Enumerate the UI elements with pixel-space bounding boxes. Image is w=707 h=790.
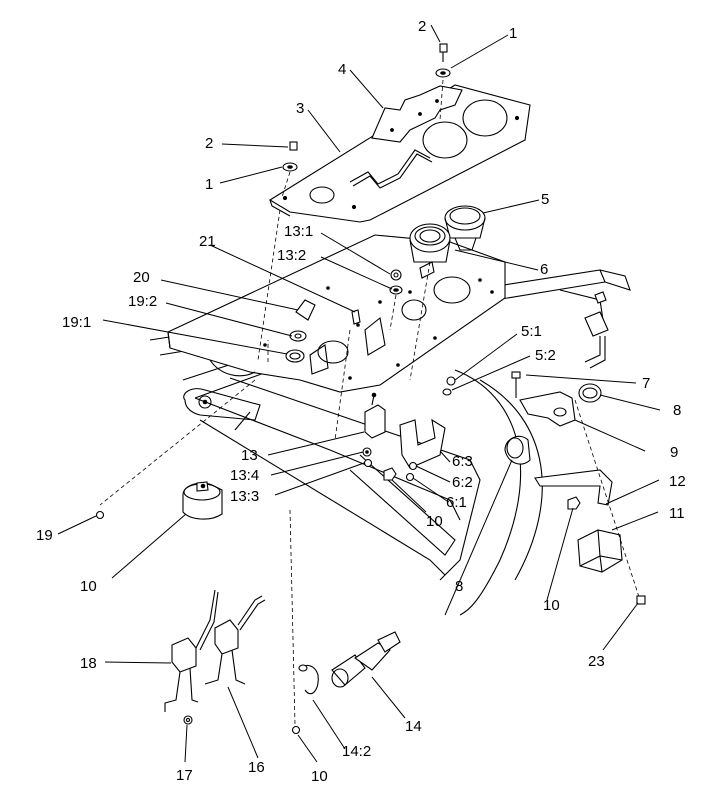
dash-top-panel	[268, 84, 531, 223]
callout-label: 1	[205, 176, 213, 193]
callout-label: 21	[199, 233, 216, 250]
callout-label: 10	[426, 513, 443, 530]
gauge-fuel	[409, 223, 451, 263]
callout-label: 8	[673, 402, 681, 419]
callout-label: 12	[669, 473, 686, 490]
callout-labels: 2 1 4 3 2 1 5 13:1 21 13:2 6 20 19:2 19:…	[36, 18, 686, 785]
callout-label: 5:2	[535, 347, 556, 364]
nut-5-1	[446, 376, 456, 386]
relay-11	[577, 529, 623, 573]
callout-label: 11	[669, 505, 685, 522]
toggle-switch-13	[364, 392, 386, 439]
nut-13-1	[390, 269, 402, 281]
bracket-9	[519, 391, 576, 427]
buzzer-8	[504, 435, 531, 465]
callout-label: 6:3	[452, 453, 473, 470]
callout-label: 6:1	[446, 494, 467, 511]
callout-label: 13	[241, 447, 258, 464]
connector-14	[331, 631, 401, 688]
callout-label: 10	[80, 578, 97, 595]
leader-lines	[57, 24, 661, 763]
nut-10-right	[567, 496, 581, 510]
callout-label: 23	[588, 653, 605, 670]
callout-label: 13:2	[277, 247, 306, 264]
bracket-item-4	[371, 85, 463, 143]
callout-label: 1	[509, 25, 517, 42]
callout-label: 10	[311, 768, 328, 785]
ring-8-right	[578, 383, 602, 403]
screw-2-left	[289, 141, 298, 151]
screw-2-top	[439, 43, 448, 62]
callout-label: 6	[540, 261, 548, 278]
callout-label: 8	[455, 578, 463, 595]
nut-10-center	[383, 467, 397, 481]
callout-label: 13:1	[284, 223, 313, 240]
clamp-14-2	[298, 664, 319, 695]
nut-17	[183, 715, 193, 725]
callout-label: 2	[418, 18, 426, 35]
switch-21	[351, 309, 361, 325]
callout-label: 19	[36, 527, 53, 544]
bracket-12	[534, 469, 613, 506]
connector-top-right	[584, 291, 609, 369]
nut-10-left	[95, 510, 105, 520]
callout-label: 4	[338, 61, 346, 78]
callout-label: 10	[543, 597, 560, 614]
callout-label: 13:3	[230, 488, 259, 505]
lever-switch-18	[164, 589, 219, 712]
washer-5-2	[442, 388, 452, 396]
callout-label: 7	[642, 375, 650, 392]
callout-label: 17	[176, 767, 193, 784]
callout-label: 16	[248, 759, 265, 776]
bracket-6-3	[399, 418, 446, 469]
key-switch-19	[182, 481, 223, 520]
nut-6-1	[405, 472, 415, 482]
callout-label: 14:2	[342, 743, 371, 760]
callout-label: 5:1	[521, 323, 542, 340]
callout-label: 6:2	[452, 474, 473, 491]
screw-23	[636, 595, 646, 605]
nut-13-3	[363, 458, 373, 468]
washer-19-2	[289, 330, 307, 342]
control-panel	[167, 234, 506, 393]
nut-19-1	[285, 349, 305, 363]
callout-label: 19:1	[62, 314, 91, 331]
callout-label: 3	[296, 100, 304, 117]
bolt-7	[511, 371, 521, 398]
washer-1-left	[282, 162, 298, 172]
callout-label: 14	[405, 718, 422, 735]
washer-1-top	[435, 68, 451, 78]
callout-label: 5	[541, 191, 549, 208]
nut-13-4	[362, 447, 372, 457]
lever-switch-16	[204, 595, 266, 685]
nut-6-2	[408, 461, 418, 471]
callout-label: 19:2	[128, 293, 157, 310]
callout-label: 20	[133, 269, 150, 286]
nut-10-bottom	[291, 725, 301, 735]
callout-label: 13:4	[230, 467, 259, 484]
callout-label: 18	[80, 655, 97, 672]
knob-20	[295, 299, 316, 321]
callout-label: 2	[205, 135, 213, 152]
callout-label: 9	[670, 444, 678, 461]
washer-13-2	[389, 285, 403, 295]
gauge-hourmeter	[444, 205, 486, 251]
